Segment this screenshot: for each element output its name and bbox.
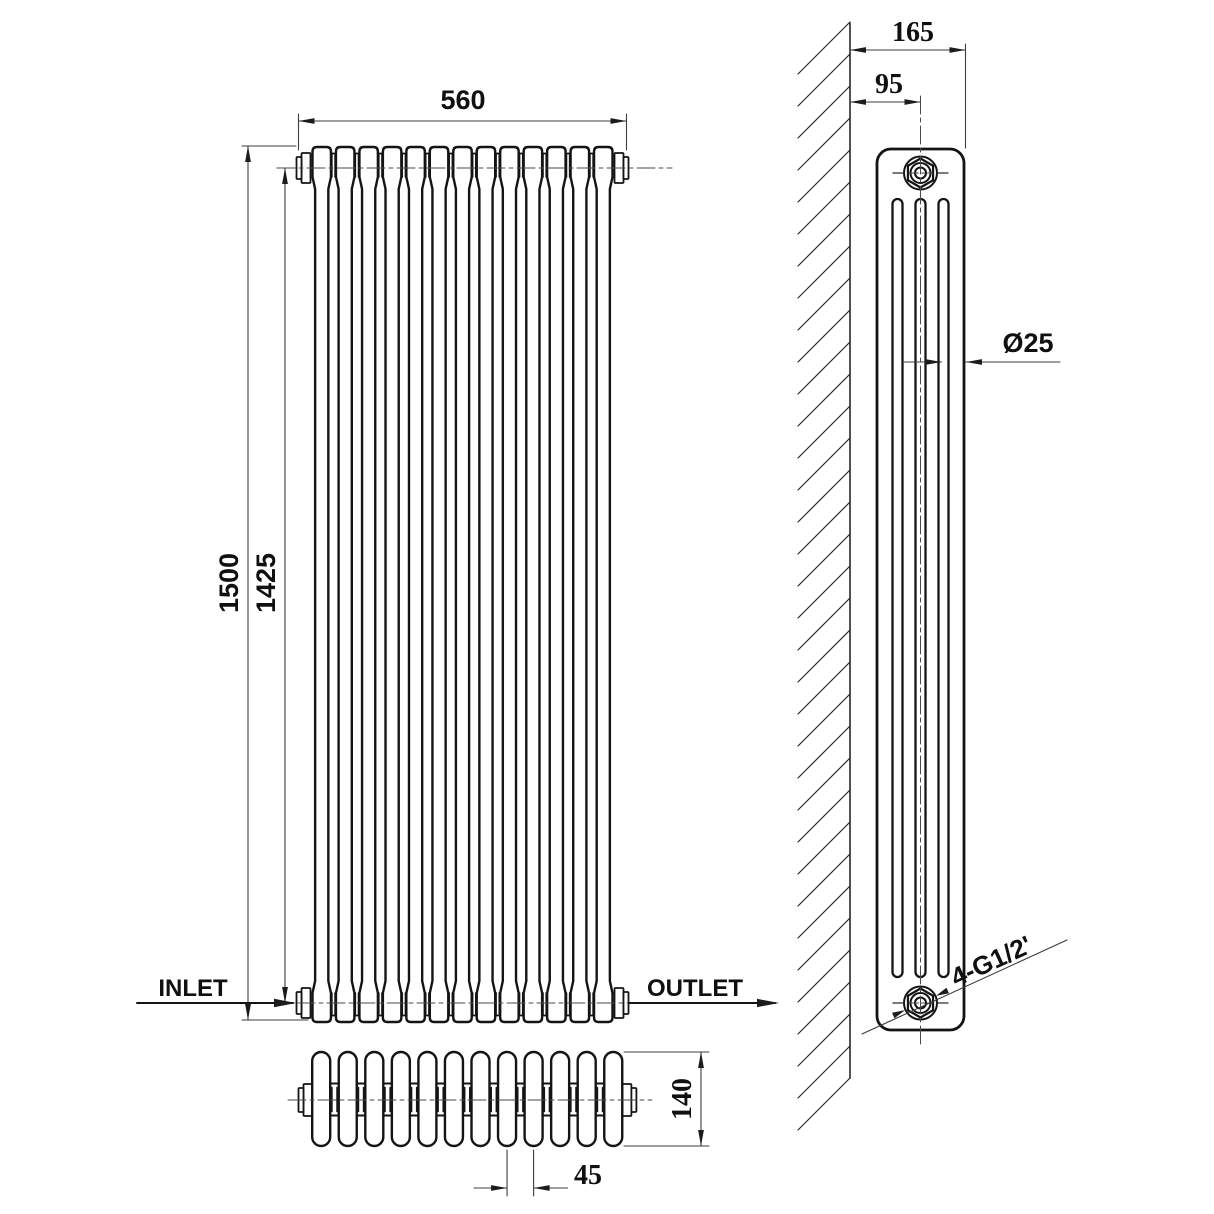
radiator-section bbox=[311, 145, 333, 1024]
radiator-section bbox=[545, 145, 567, 1024]
inlet-label: INLET bbox=[158, 975, 228, 1002]
hatch-line bbox=[797, 757, 851, 811]
radiator-section bbox=[358, 145, 380, 1024]
wall-hatching bbox=[797, 21, 851, 1131]
outlet-arrow bbox=[757, 998, 779, 1008]
tube-end-oval bbox=[390, 1050, 412, 1148]
hatch-line bbox=[797, 981, 851, 1035]
radiator-section bbox=[405, 145, 427, 1024]
tube-end-oval bbox=[311, 1050, 332, 1148]
hatch-line bbox=[797, 789, 851, 843]
hatch-line bbox=[797, 565, 851, 619]
dim-wall-center-label: 95 bbox=[875, 69, 903, 100]
hatch-line bbox=[797, 309, 851, 363]
front-view bbox=[276, 145, 673, 1024]
hatch-line bbox=[797, 213, 851, 267]
radiator-section bbox=[592, 145, 614, 1024]
tube-end-oval bbox=[364, 1050, 385, 1148]
dim-diameter-label: Ø25 bbox=[1002, 328, 1053, 358]
radiator-section bbox=[475, 145, 497, 1024]
leader-arrow bbox=[935, 987, 949, 996]
tube-end-oval bbox=[417, 1050, 438, 1148]
tube-end-oval bbox=[523, 1050, 544, 1148]
arrowhead bbox=[850, 99, 866, 105]
tube-end-oval bbox=[443, 1050, 465, 1148]
hatch-line bbox=[797, 469, 851, 523]
column-slot bbox=[937, 197, 950, 979]
radiator-section bbox=[522, 145, 544, 1024]
outlet-label: OUTLET bbox=[647, 975, 743, 1002]
leader-line bbox=[861, 939, 1068, 1035]
tube-end-oval bbox=[470, 1050, 491, 1148]
hatch-line bbox=[797, 885, 851, 939]
arrowhead bbox=[298, 118, 315, 124]
arrowhead bbox=[949, 47, 966, 53]
radiator-section bbox=[428, 145, 450, 1024]
leader-arrow bbox=[892, 1010, 906, 1019]
arrowhead bbox=[245, 1004, 251, 1020]
dim-pipe-centers-label: 1425 bbox=[251, 553, 281, 613]
tube-end-oval bbox=[337, 1050, 358, 1148]
tube-end-oval bbox=[576, 1050, 597, 1148]
hatch-line bbox=[797, 341, 851, 395]
hatch-line bbox=[797, 277, 851, 331]
tube-end-oval bbox=[603, 1050, 624, 1148]
hatch-line bbox=[797, 117, 851, 171]
inlet-arrow bbox=[274, 998, 296, 1008]
hatch-line bbox=[797, 597, 851, 651]
hatch-line bbox=[797, 501, 851, 555]
radiator-section bbox=[569, 145, 591, 1024]
hatch-line bbox=[797, 661, 851, 715]
hatch-line bbox=[797, 949, 851, 1003]
hatch-line bbox=[797, 437, 851, 491]
dim-width-label: 560 bbox=[440, 85, 485, 115]
hatch-line bbox=[797, 821, 851, 875]
arrowhead bbox=[904, 99, 921, 105]
hatch-line bbox=[797, 405, 851, 459]
hatch-line bbox=[797, 149, 851, 203]
hatch-line bbox=[797, 693, 851, 747]
side-view bbox=[875, 95, 966, 1049]
arrowhead bbox=[850, 47, 866, 53]
hatch-line bbox=[797, 1045, 851, 1099]
hatch-line bbox=[797, 1013, 851, 1067]
arrowhead bbox=[245, 146, 251, 162]
dim-depth-label: 140 bbox=[667, 1078, 698, 1120]
hatch-line bbox=[797, 181, 851, 235]
radiator-section bbox=[381, 145, 403, 1024]
dim-pitch-label: 45 bbox=[574, 1160, 602, 1191]
arrowhead bbox=[698, 1052, 704, 1068]
hatch-line bbox=[797, 725, 851, 779]
arrowhead bbox=[533, 1185, 550, 1191]
radiator-section bbox=[334, 145, 356, 1024]
hatch-line bbox=[797, 85, 851, 139]
arrowhead bbox=[925, 359, 942, 365]
radiator-section bbox=[452, 145, 473, 1024]
hatch-line bbox=[797, 629, 851, 683]
hatch-line bbox=[797, 53, 851, 107]
hatch-line bbox=[797, 245, 851, 299]
arrowhead bbox=[491, 1185, 508, 1191]
tube-end-oval bbox=[549, 1050, 571, 1148]
hatch-line bbox=[797, 853, 851, 907]
hatch-line bbox=[797, 373, 851, 427]
hatch-line bbox=[797, 533, 851, 587]
plan-view bbox=[287, 1050, 653, 1148]
arrowhead bbox=[282, 987, 288, 1003]
arrowhead bbox=[698, 1130, 704, 1146]
plan-dimensions: 140 45 bbox=[473, 1051, 710, 1197]
arrowhead bbox=[966, 359, 982, 365]
tube-end-oval bbox=[496, 1050, 518, 1148]
column-slot bbox=[891, 197, 904, 979]
arrowhead bbox=[610, 118, 627, 124]
hatch-line bbox=[797, 917, 851, 971]
radiator-section bbox=[498, 145, 520, 1024]
hatch-line bbox=[797, 21, 851, 75]
dim-wall-front-label: 165 bbox=[892, 17, 934, 48]
dim-height-label: 1500 bbox=[214, 553, 244, 613]
hatch-line bbox=[797, 1077, 851, 1131]
arrowhead bbox=[282, 168, 288, 184]
